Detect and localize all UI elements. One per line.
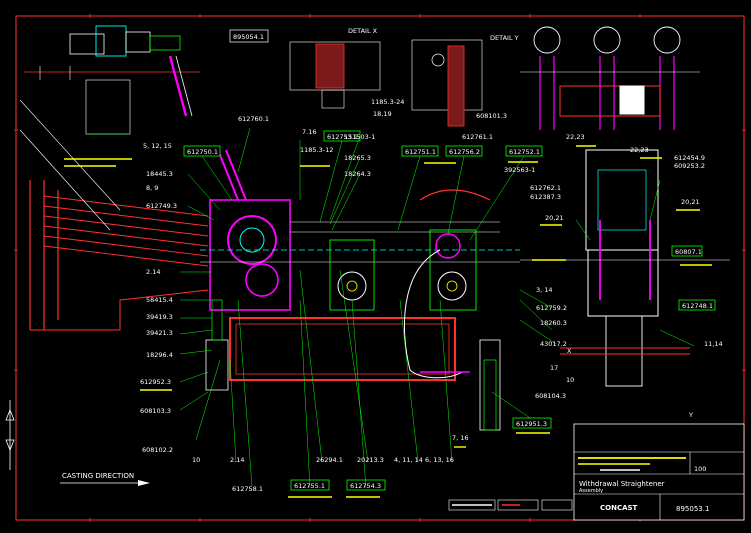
ref-1185-3-12: 1185.3-12 <box>300 146 333 154</box>
ref-20213-3: 20213.3 <box>357 456 384 464</box>
ref-612756-2: 612756.2 <box>449 148 480 156</box>
ref-612748-1: 612748.1 <box>682 302 713 310</box>
border-ticks <box>14 14 746 522</box>
ref-612387-3: 612387.3 <box>530 193 561 201</box>
casting-direction-label: CASTING DIRECTION <box>62 472 134 480</box>
ref-608104-3: 608104.3 <box>535 392 566 400</box>
ref-20-21-left: 20,21 <box>545 214 564 222</box>
ref-box-895054-1 <box>229 29 269 43</box>
cylinder-left <box>205 299 229 391</box>
ref-22-23-left: 22,23 <box>566 133 585 141</box>
ref-612750-1: 612750.1 <box>187 148 218 156</box>
ref-58415-4: 58415.4 <box>146 296 173 304</box>
ref-612951-3: 612951.3 <box>516 420 547 428</box>
detail-x-view <box>289 41 381 109</box>
ref-612754-3: 612754.3 <box>350 482 381 490</box>
ref-612758-1: 612758.1 <box>232 485 263 493</box>
ref-60807-1: 60807.1 <box>675 248 702 256</box>
ref-18296-4: 18296.4 <box>146 351 173 359</box>
ref-392563-1: 392563-1 <box>504 166 535 174</box>
ref-612751-1: 612751.1 <box>405 148 436 156</box>
casting-direction-arrow <box>60 480 150 486</box>
straightener-frame <box>209 149 456 381</box>
title-name: Withdrawal Straightener <box>579 480 665 488</box>
strand-line <box>200 221 520 263</box>
ref-612454-9: 612454.9 <box>674 154 705 162</box>
ref-18265-3: 18265.3 <box>344 154 371 162</box>
ref-11-14: 11,14 <box>704 340 723 348</box>
ref-612759-2: 612759.2 <box>536 304 567 312</box>
ref-17: 17 <box>550 364 558 372</box>
ref-608103-3: 608103.3 <box>140 407 171 415</box>
marker-y: Y <box>688 411 693 419</box>
ref-608101-3: 608101.3 <box>476 112 507 120</box>
drawing-number: 895053.1 <box>676 505 709 513</box>
ref-20-21-right: 20,21 <box>681 198 700 206</box>
ref-10-bottom-left: 10 <box>192 456 200 464</box>
ref-612749-3: 612749.3 <box>146 202 177 210</box>
ref-3-14: 3, 14 <box>536 286 553 294</box>
ref-612753-1: 612753.1 <box>327 133 358 141</box>
ref-612760-1: 612760.1 <box>238 115 269 123</box>
title-subtitle: Assembly <box>579 488 603 494</box>
ref-18445-3: 18445.3 <box>146 170 173 178</box>
ref-10-right: 10 <box>566 376 574 384</box>
ref-22-23-right: 22,23 <box>630 146 649 154</box>
ref-7-16-top: 7.16 <box>302 128 316 136</box>
ref-612752-1: 612752.1 <box>509 148 540 156</box>
hydraulic-hoses <box>403 249 470 379</box>
detail-x-title: DETAIL X <box>348 27 378 35</box>
ref-4-11-14: 4, 11, 14 <box>394 456 423 464</box>
ref-7-16-bottom: 7, 16 <box>452 434 469 442</box>
ref-26294-1: 26294.1 <box>316 456 343 464</box>
drive-motor-assembly <box>24 25 200 135</box>
company-logo: CONCAST <box>600 504 638 512</box>
marker-x: X <box>567 347 572 355</box>
ref-5-12-15: 5, 12, 15 <box>143 142 172 150</box>
leader-lines <box>179 127 695 489</box>
ref-612952-3: 612952.3 <box>140 378 171 386</box>
ref-612761-1: 612761.1 <box>462 133 493 141</box>
ref-18264-3: 18264.3 <box>344 170 371 178</box>
top-right-roll-section <box>520 26 700 130</box>
title-block <box>573 423 745 521</box>
detail-y-view <box>411 39 483 127</box>
ref-895054-1: 895054.1 <box>233 33 264 41</box>
ref-2-14-left: 2.14 <box>146 268 160 276</box>
casting-strand <box>19 99 209 331</box>
ref-151503-1: 151503-1 <box>344 133 375 141</box>
ref-18260-3: 18260.3 <box>540 319 567 327</box>
notes-block <box>448 499 573 511</box>
ref-6-13-16: 6, 13, 16 <box>425 456 454 464</box>
small-annotations <box>64 145 712 498</box>
ref-18-19: 18,19 <box>373 110 392 118</box>
ref-608102-2: 608102.2 <box>142 446 173 454</box>
ref-43017-2: 43017.2 <box>540 340 567 348</box>
ref-39419-3: 39419.3 <box>146 313 173 321</box>
view-arrows <box>5 400 15 470</box>
ref-39421-3: 39421.3 <box>146 329 173 337</box>
drawing-border <box>15 15 745 521</box>
ref-2-14-bottom: 2.14 <box>230 456 244 464</box>
ref-8-9: 8, 9 <box>146 184 158 192</box>
ref-612755-1: 612755.1 <box>294 482 325 490</box>
ref-609253-2: 609253.2 <box>674 162 705 170</box>
detail-y-title: DETAIL Y <box>490 34 519 42</box>
title-scale: 100 <box>694 465 706 473</box>
ref-612762-1: 612762.1 <box>530 184 561 192</box>
ref-1185-3-24: 1185.3-24 <box>371 98 404 106</box>
